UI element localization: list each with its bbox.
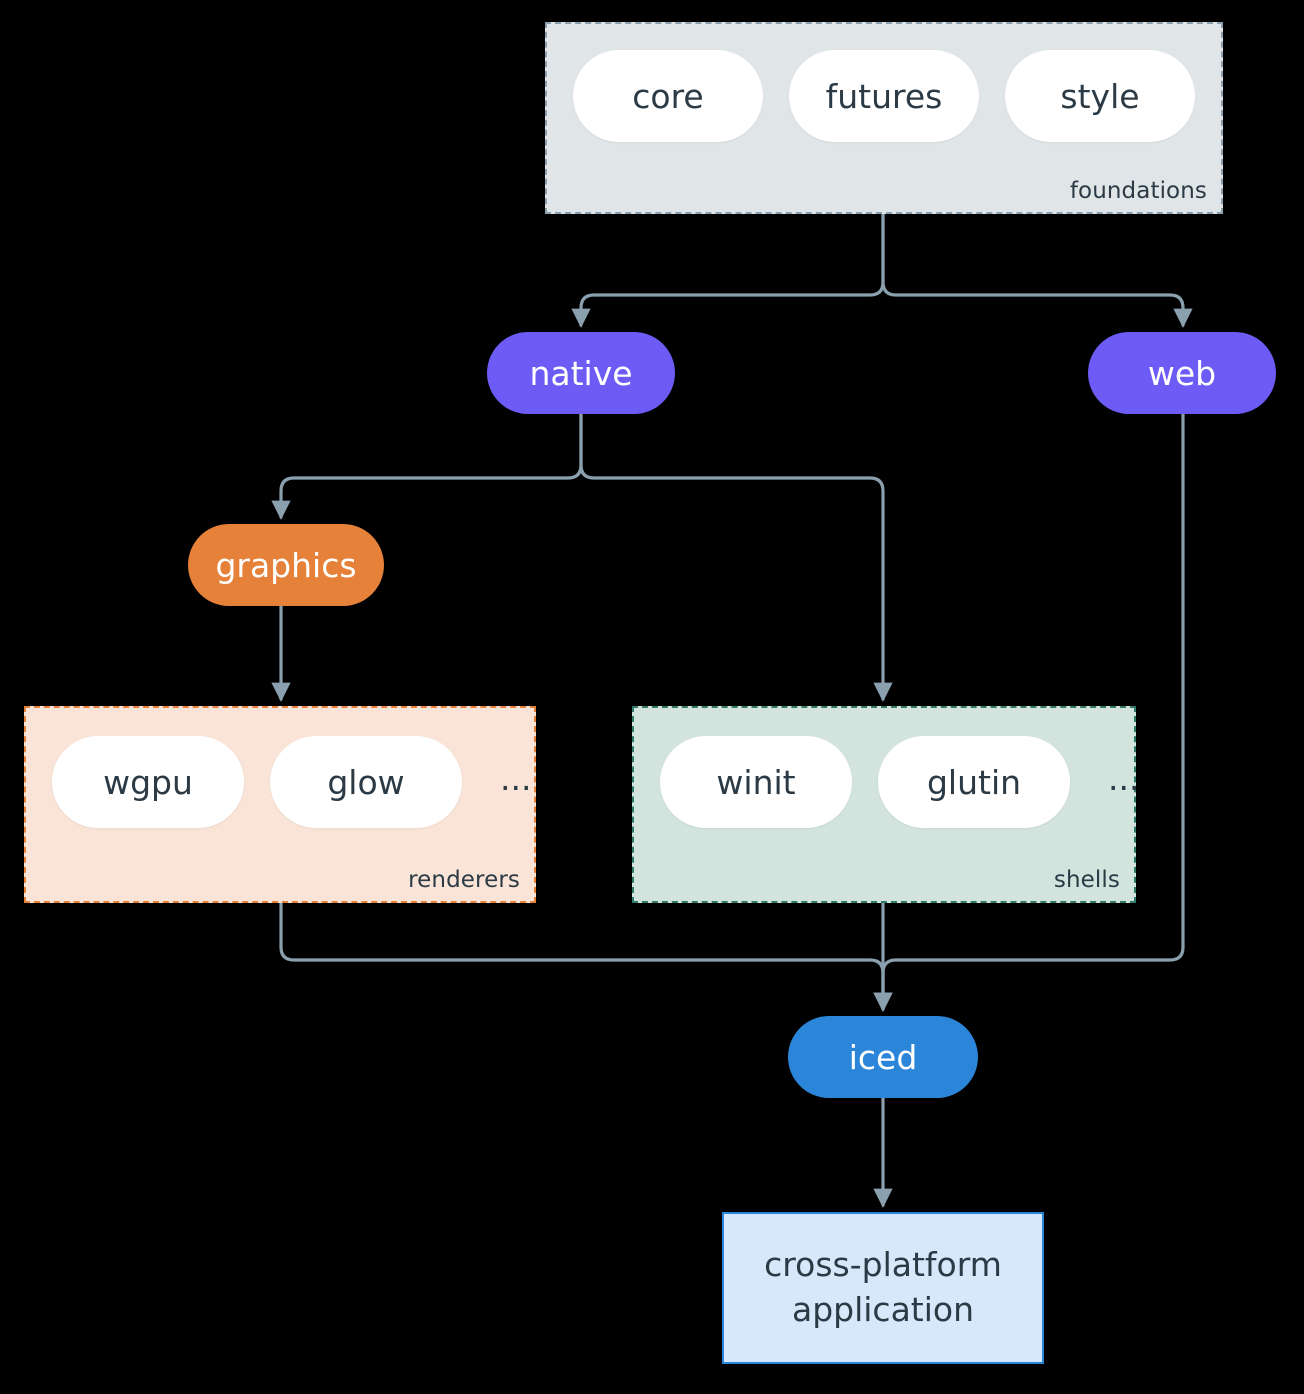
shells-ellipsis: ... xyxy=(1108,758,1140,798)
group-label-foundations: foundations xyxy=(1069,178,1207,204)
group-label-renderers: renderers xyxy=(408,867,520,893)
edge-foundations-native xyxy=(571,212,885,328)
foundations-item-style[interactable]: style xyxy=(1005,50,1195,142)
shells-item-winit[interactable]: winit xyxy=(660,736,852,828)
foundations-item-futures[interactable]: futures xyxy=(789,50,979,142)
foundations-pill-row: core futures style xyxy=(573,50,1195,142)
group-label-shells: shells xyxy=(1053,867,1120,893)
foundations-item-core[interactable]: core xyxy=(573,50,763,142)
node-iced[interactable]: iced xyxy=(788,1016,978,1098)
renderers-item-glow[interactable]: glow xyxy=(270,736,462,828)
renderers-item-wgpu[interactable]: wgpu xyxy=(52,736,244,828)
renderers-ellipsis: ... xyxy=(500,758,532,798)
group-renderers: wgpu glow ... renderers xyxy=(24,706,536,903)
group-foundations: core futures style foundations xyxy=(545,22,1223,214)
group-shells: winit glutin ... shells xyxy=(632,706,1139,903)
edge-native-shells xyxy=(579,412,893,702)
shells-item-glutin[interactable]: glutin xyxy=(878,736,1070,828)
node-web[interactable]: web xyxy=(1088,332,1276,414)
shells-pill-row: winit glutin ... xyxy=(660,736,1139,828)
node-native[interactable]: native xyxy=(487,332,675,414)
node-cross-platform-application[interactable]: cross-platform application xyxy=(722,1212,1044,1364)
edge-foundations-web xyxy=(881,212,1193,328)
application-line-1: cross-platform xyxy=(764,1245,1002,1285)
application-line-2: application xyxy=(791,1290,975,1329)
renderers-pill-row: wgpu glow ... xyxy=(52,736,531,828)
node-graphics[interactable]: graphics xyxy=(188,524,384,606)
edge-native-graphics xyxy=(271,412,583,520)
edge-renderers-iced xyxy=(279,901,893,1012)
